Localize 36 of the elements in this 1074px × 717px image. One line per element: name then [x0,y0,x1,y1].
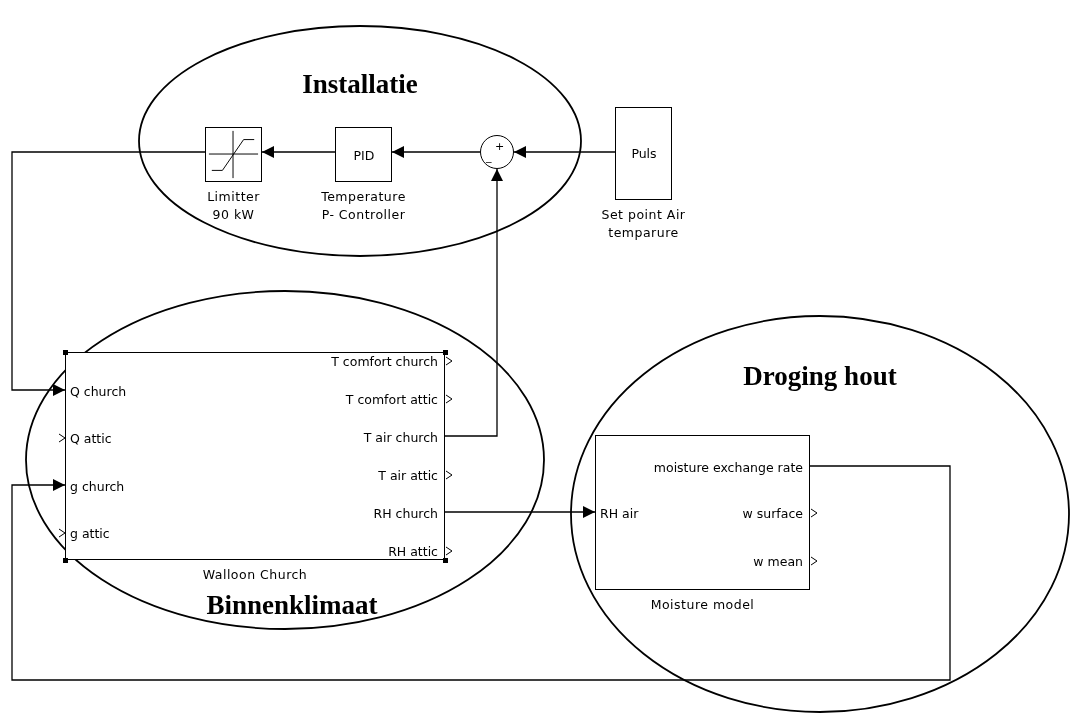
subsystem-block [335,127,392,182]
group-title: Droging hout [743,361,897,392]
block-caption: Temperature P- Controller [320,188,407,224]
port-label: moisture exchange rate [653,459,803,475]
sum-circle [480,135,514,169]
port-label: RH air [600,505,639,521]
port-label: w surface [742,505,803,521]
signal-arrow [261,146,336,158]
signal-arrow [391,146,481,158]
port-label: RH church [373,505,438,521]
port-label: RH attic [388,543,438,559]
group-title: Binnenklimaat [206,590,378,621]
sign-label: + [495,141,505,152]
port-label: T comfort church [331,353,438,369]
group-title: Installatie [302,69,418,100]
port-label: T comfort attic [345,391,438,407]
signal-arrow [444,506,596,518]
signal-arrow [11,465,951,681]
port-label: Q attic [70,430,112,446]
block-label: Puls [631,145,657,161]
port-label: g church [70,478,125,494]
port-label: T air church [363,429,438,445]
sign-label: _ [486,151,492,162]
block-caption: Moisture model [649,596,756,614]
block-caption: Walloon Church [201,566,309,584]
subsystem-block [615,107,672,200]
block-label: PID [353,147,375,163]
block-caption: Set point Air temparure [600,206,687,242]
port-label: T air attic [378,467,438,483]
signal-arrow [444,168,503,437]
port-label: g attic [70,525,110,541]
signal-arrow [11,151,206,396]
port-label: Q church [70,383,127,399]
port-label: w mean [753,553,803,569]
signal-arrow [513,146,616,158]
block-caption: Limitter 90 kW [206,188,261,224]
